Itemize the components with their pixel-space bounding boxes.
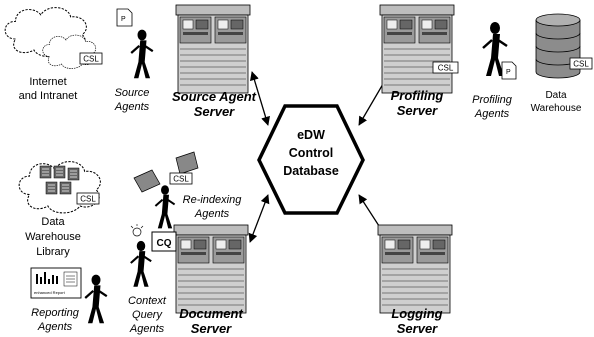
server-icon	[377, 224, 453, 314]
context-query-line3: Agents	[129, 323, 165, 335]
data-warehouse-line2: Warehouse	[531, 103, 582, 114]
document-server-line2: Server	[191, 321, 232, 336]
cq-tag-label: CQ	[157, 238, 172, 249]
server-icon	[379, 4, 455, 94]
internet-label-line1: Internet	[29, 76, 66, 88]
arrow-source-agent-server	[250, 71, 270, 126]
p-tag-label: P	[121, 16, 126, 23]
logging-server-line1: Logging	[391, 306, 442, 321]
hub-label-line3: Database	[283, 164, 339, 178]
document-icon	[39, 165, 52, 179]
data-warehouse: CSL Data Warehouse	[531, 13, 593, 114]
profiling-server-line2: Server	[397, 103, 438, 118]
server-icon	[175, 4, 251, 94]
cq-tag	[151, 231, 177, 252]
source-agents-line1: Source	[115, 87, 150, 99]
profiling-agents: P Profiling Agents	[472, 20, 517, 120]
data-warehouse-library: CSL Data Warehouse Library	[18, 161, 101, 258]
fan-doc-icon	[133, 169, 161, 193]
arrow-document-server	[248, 194, 270, 243]
hub-label-line2: Control	[289, 146, 333, 160]
agent-figure-icon	[84, 273, 108, 325]
document-icon	[45, 181, 58, 195]
reporting-agents-line1: Reporting	[31, 307, 80, 319]
reporting-agents: enhanced Report Reporting Agents	[30, 267, 108, 333]
profiling-server-line1: Profiling	[391, 88, 444, 103]
dw-library-line1: Data	[41, 216, 65, 228]
csl-tag	[432, 61, 459, 74]
source-agent-server-line2: Server	[194, 104, 235, 119]
document-icon	[59, 181, 72, 195]
context-query-line1: Context	[128, 295, 167, 307]
dw-library-line2: Warehouse	[25, 231, 81, 243]
source-agent-server-line1: Source Agent	[172, 89, 257, 104]
source-agents-line2: Agents	[114, 101, 150, 113]
internet-label-line2: and Intranet	[19, 90, 78, 102]
p-tag-label: P	[506, 69, 511, 76]
lightbulb-icon	[130, 224, 144, 237]
page-icon	[116, 8, 133, 27]
document-server-line1: Document	[179, 306, 243, 321]
csl-tag-label: CSL	[573, 60, 589, 69]
context-query-line2: Query	[132, 309, 163, 321]
edw-control-database: eDW Control Database	[257, 104, 365, 215]
reindexing-agents-line1: Re-indexing	[183, 194, 243, 206]
agent-figure-icon	[129, 239, 153, 288]
reindexing-agents-line2: Agents	[194, 208, 230, 220]
page-icon	[501, 61, 517, 80]
csl-tag-label: CSL	[83, 55, 99, 64]
profiling-agents-line1: Profiling	[472, 94, 513, 106]
dw-library-line3: Library	[36, 246, 70, 258]
agent-figure-icon	[130, 28, 154, 80]
internet-intranet: CSL Internet and Intranet	[4, 7, 103, 102]
logging-server: Logging Server	[377, 224, 453, 336]
csl-tag	[79, 52, 103, 65]
reindexing-agents: CSL Re-indexing Agents	[133, 151, 243, 230]
hub-label-line1: eDW	[297, 128, 325, 142]
document-server: Document Server	[173, 224, 249, 336]
report-icon: enhanced Report	[30, 267, 82, 299]
csl-tag-label: CSL	[80, 195, 96, 204]
profiling-server: CSL Profiling Server	[379, 4, 459, 118]
report-caption: enhanced Report	[34, 290, 66, 295]
reporting-agents-line2: Agents	[37, 321, 73, 333]
csl-tag-label: CSL	[438, 64, 454, 73]
source-agent-server: Source Agent Server	[172, 4, 257, 119]
fan-doc-icon	[175, 151, 199, 175]
document-icon	[53, 165, 66, 179]
data-warehouse-line1: Data	[545, 90, 567, 101]
csl-tag	[569, 57, 593, 70]
logging-server-line2: Server	[397, 321, 438, 336]
csl-tag	[76, 192, 100, 205]
csl-tag-label: CSL	[173, 175, 189, 184]
database-icon	[535, 13, 581, 79]
profiling-agents-line2: Agents	[474, 108, 510, 120]
document-icon	[67, 167, 80, 181]
server-icon	[173, 224, 249, 314]
csl-tag	[169, 172, 193, 185]
hub-hexagon	[257, 104, 365, 215]
agent-figure-icon	[154, 184, 176, 230]
context-query-agents: CQ Context Query Agents	[128, 224, 177, 335]
source-agents: P Source Agents	[114, 8, 154, 113]
